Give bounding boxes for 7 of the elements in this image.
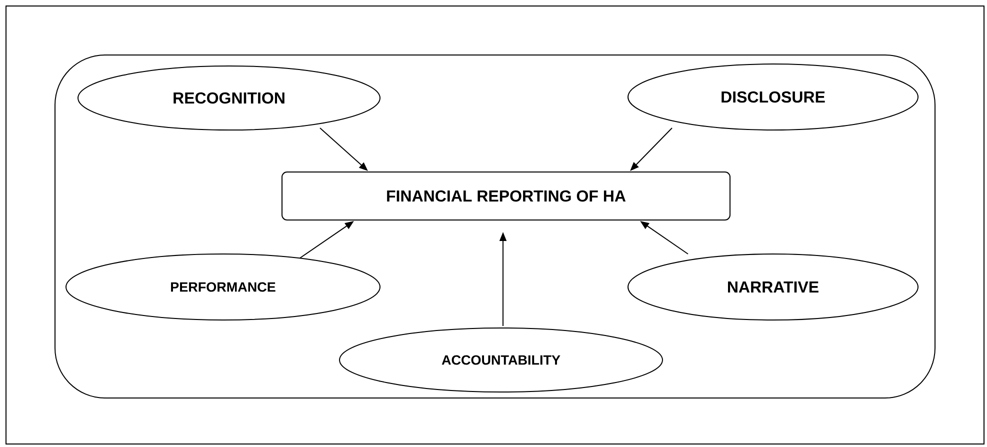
process-box: FINANCIAL REPORTING OF HA — [282, 172, 730, 220]
ellipse-node: DISCLOSURE — [628, 64, 919, 130]
ellipse-node: NARRATIVE — [628, 254, 919, 320]
ellipse-node: PERFORMANCE — [66, 254, 380, 320]
ellipse-node: ACCOUNTABILITY — [339, 328, 663, 392]
ellipse-node: RECOGNITION — [78, 66, 380, 130]
arrow — [630, 128, 672, 171]
